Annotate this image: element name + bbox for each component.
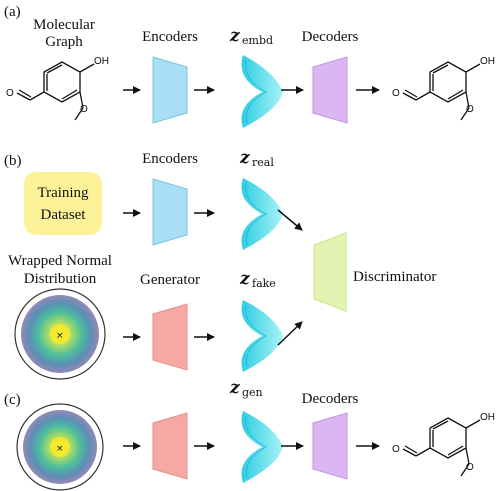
oh-label-a-in: OH bbox=[94, 56, 109, 67]
latent-gen bbox=[241, 411, 283, 483]
o-label-a-in-2: O bbox=[6, 88, 14, 99]
o-label-c-out-2: O bbox=[392, 444, 400, 455]
section-c-label: (c) bbox=[4, 392, 21, 408]
molecule-output-a bbox=[402, 61, 481, 121]
wrapped-normal-disk-b: × bbox=[14, 288, 106, 380]
svg-text:×: × bbox=[56, 331, 64, 341]
z-real-subscript: real bbox=[252, 156, 274, 169]
z-fake-subscript: fake bbox=[252, 277, 276, 290]
molecular-graph-label-2: Graph bbox=[45, 34, 83, 50]
z-gen-symbol: z bbox=[229, 378, 240, 398]
z-real-symbol: z bbox=[239, 148, 250, 168]
training-dataset-box bbox=[24, 172, 102, 235]
training-dataset-label-2: Dataset bbox=[41, 207, 87, 223]
section-b-label: (b) bbox=[4, 153, 22, 169]
decoder-block-c bbox=[312, 412, 348, 480]
training-dataset-label-1: Training bbox=[37, 185, 89, 201]
wrapped-normal-disk-c: × bbox=[16, 403, 104, 491]
z-fake-symbol: z bbox=[239, 269, 250, 289]
z-embd-subscript: embd bbox=[242, 34, 273, 47]
z-gen-subscript: gen bbox=[242, 386, 263, 399]
generator-label: Generator bbox=[140, 272, 200, 288]
wrapped-normal-label-2: Distribution bbox=[24, 271, 97, 287]
generator-block-c bbox=[152, 412, 188, 480]
molecule-input-a bbox=[16, 61, 95, 121]
svg-text:×: × bbox=[56, 444, 64, 454]
encoder-block-b bbox=[152, 178, 188, 246]
latent-embd bbox=[241, 55, 283, 128]
generator-block-b bbox=[152, 303, 188, 371]
oh-label-a-out: OH bbox=[480, 56, 495, 67]
encoders-label-a: Encoders bbox=[142, 29, 198, 45]
decoders-label-c: Decoders bbox=[302, 391, 359, 407]
arrow-real-to-discriminator bbox=[277, 209, 303, 231]
o-label-a-in-1: O bbox=[80, 104, 88, 115]
latent-real bbox=[241, 178, 283, 250]
wrapped-normal-label-1: Wrapped Normal bbox=[8, 253, 112, 269]
encoders-label-b: Encoders bbox=[142, 151, 198, 167]
latent-fake bbox=[241, 300, 283, 372]
arrow-fake-to-discriminator bbox=[277, 321, 303, 346]
decoder-block-a bbox=[312, 56, 348, 124]
molecule-output-c bbox=[402, 417, 481, 477]
discriminator-block bbox=[313, 232, 347, 312]
oh-label-c-out: OH bbox=[480, 412, 495, 423]
z-embd-symbol: z bbox=[229, 26, 240, 46]
decoders-label-a: Decoders bbox=[302, 29, 359, 45]
molecular-graph-label-1: Molecular bbox=[33, 17, 95, 33]
o-label-a-out-1: O bbox=[466, 104, 474, 115]
o-label-a-out-2: O bbox=[392, 88, 400, 99]
o-label-c-out-1: O bbox=[466, 462, 474, 473]
discriminator-label: Discriminator bbox=[353, 269, 436, 285]
encoder-block-a bbox=[152, 56, 188, 124]
section-a-label: (a) bbox=[4, 4, 21, 20]
